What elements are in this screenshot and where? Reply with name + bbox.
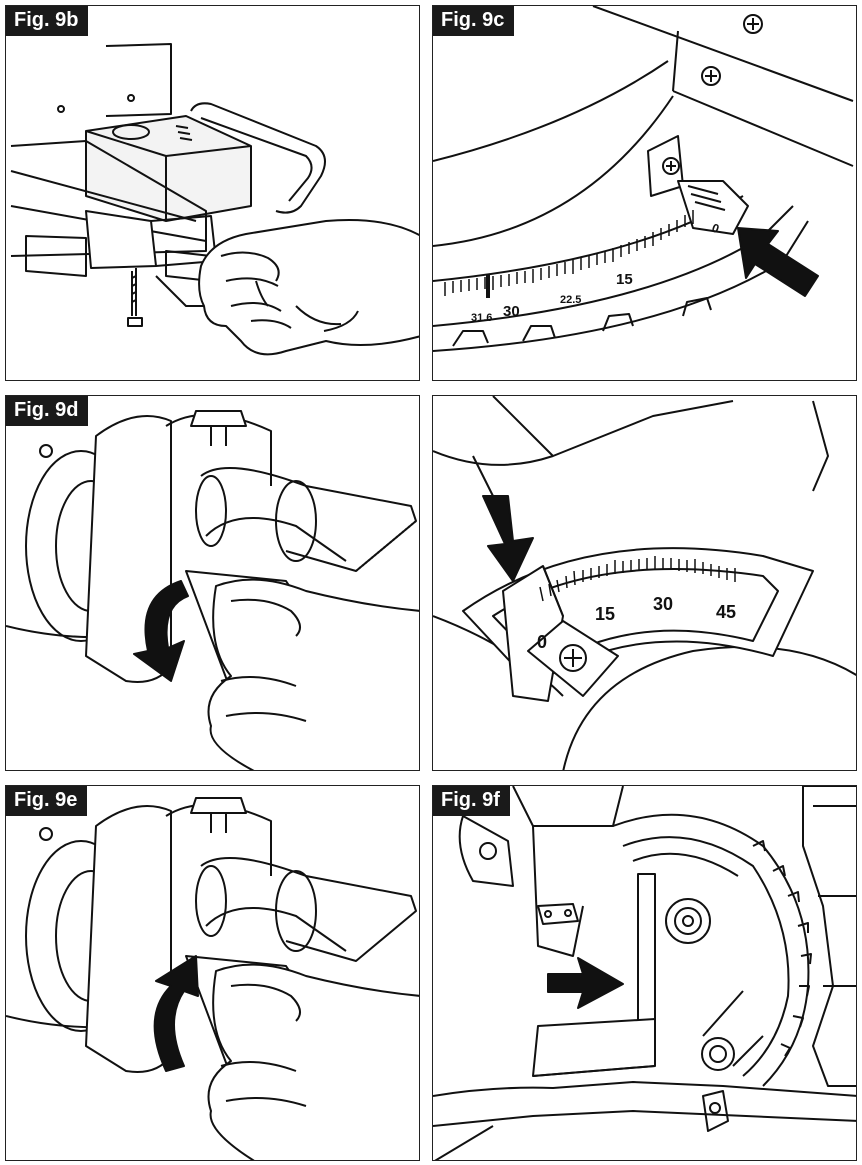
scale-mark: 30	[503, 303, 520, 320]
figure-label: Fig. 9e	[6, 786, 88, 816]
figure-9d-illustration	[6, 410, 419, 770]
scale-mark: 0	[537, 632, 547, 652]
figure-9c-illustration: 31.6 30 22.5 15 0	[433, 6, 854, 352]
scale-mark: 31.6	[471, 312, 492, 324]
figure-label: Fig. 9c	[433, 6, 515, 36]
scale-mark: 0	[710, 221, 721, 237]
bevel-scale-illustration: 0 15 30 45	[433, 396, 856, 770]
figure-bevel-scale-panel: 0 15 30 45	[432, 395, 857, 771]
scale-mark: 22.5	[560, 294, 581, 306]
figure-9e-illustration	[6, 797, 419, 1160]
figure-label: Fig. 9f	[433, 786, 510, 816]
figure-label: Fig. 9d	[6, 396, 89, 426]
figure-9e-panel: Fig. 9e	[5, 785, 420, 1161]
scale-mark: 15	[616, 271, 633, 288]
figure-9b-illustration	[10, 43, 419, 356]
scale-mark: 15	[595, 604, 615, 624]
figure-9d-panel: Fig. 9d	[5, 395, 420, 771]
figure-9f-illustration	[433, 786, 856, 1160]
scale-mark: 45	[716, 602, 736, 622]
figure-9c-panel: Fig. 9c	[432, 5, 857, 381]
figure-label: Fig. 9b	[6, 6, 89, 36]
figure-9b-panel: Fig. 9b	[5, 5, 420, 381]
figure-9f-panel: Fig. 9f	[432, 785, 857, 1161]
scale-mark: 30	[653, 594, 673, 614]
